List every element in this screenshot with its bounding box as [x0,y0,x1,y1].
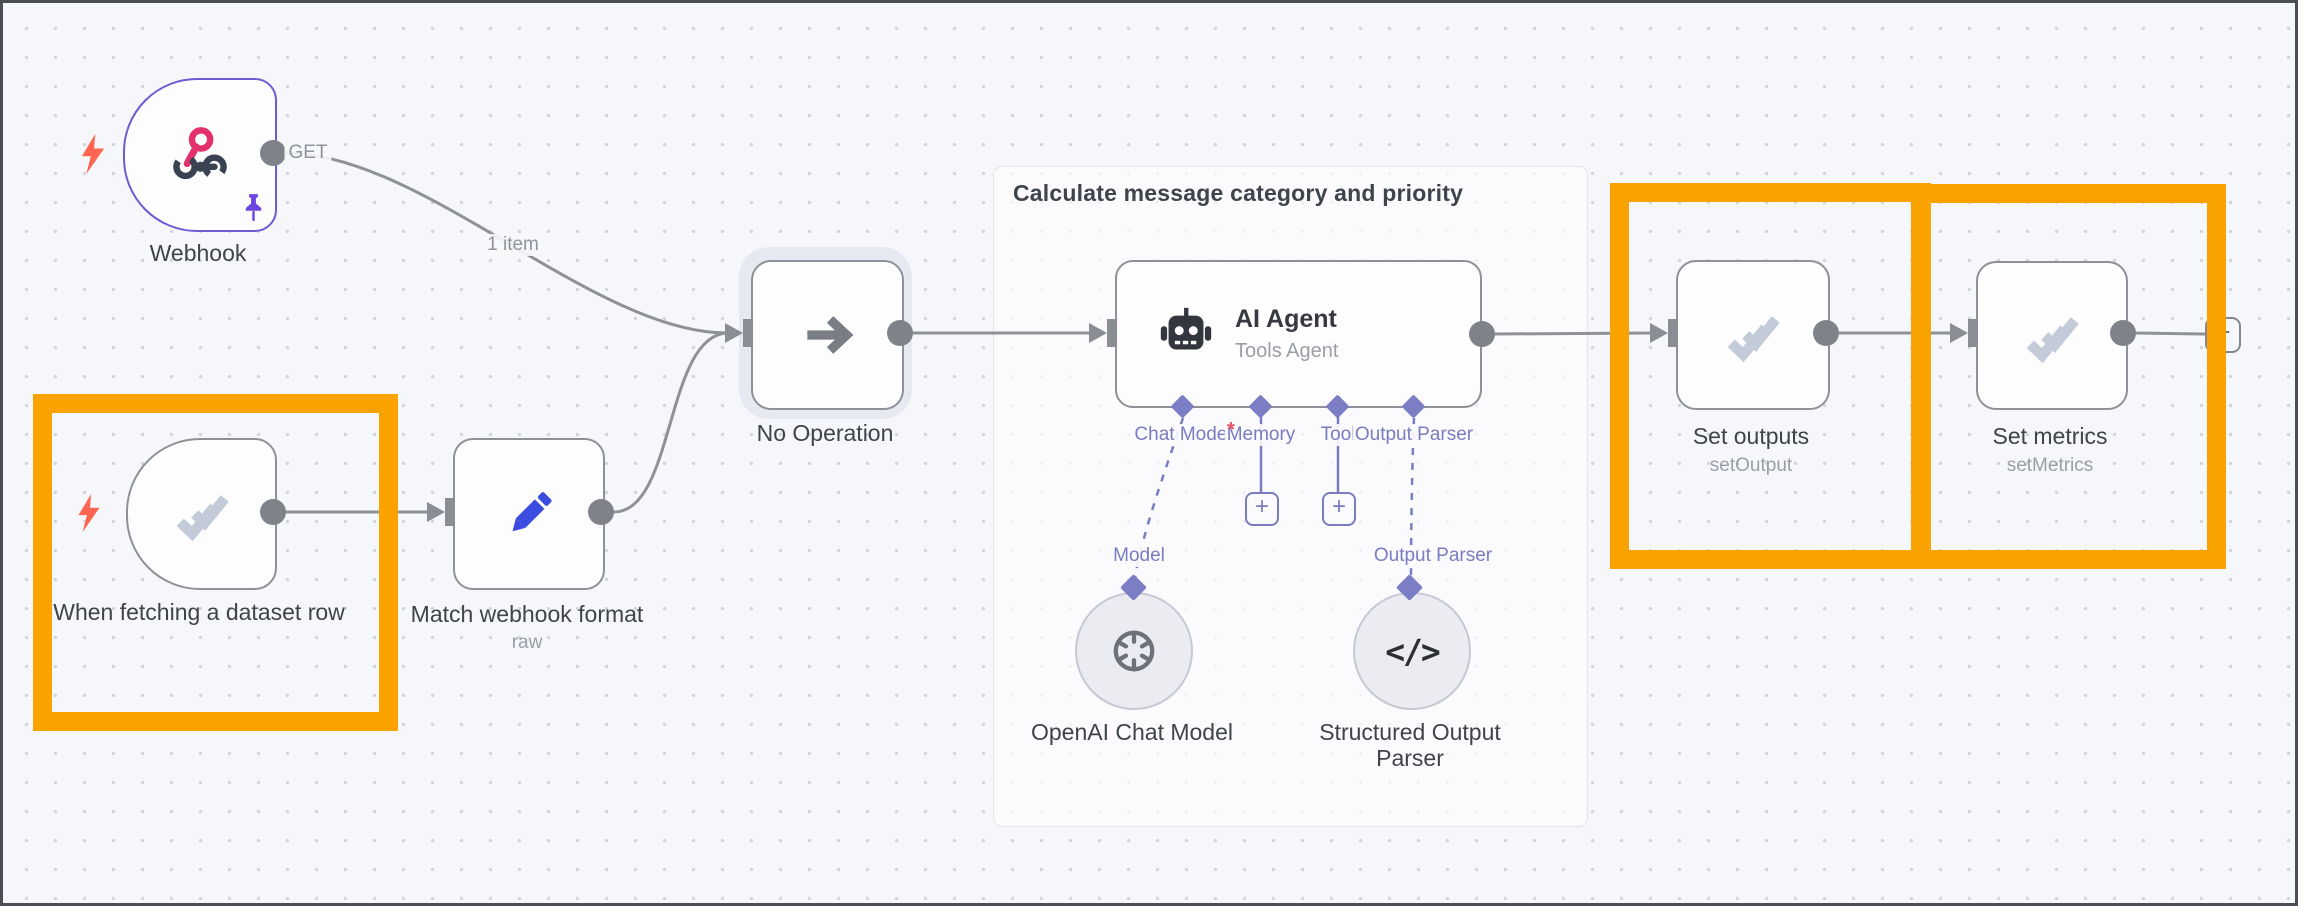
node-match-format[interactable] [453,438,605,590]
chat-model-port-label: Chat Model [1132,424,1234,446]
node-no-operation[interactable] [751,260,904,410]
webhook-output-dot[interactable] [260,140,286,166]
dataset-trigger-label: When fetching a dataset row [53,599,345,625]
pin-icon [245,194,262,222]
group-frame-title: Calculate message category and priority [1013,180,1464,206]
output-parser-port-label: Output Parser [1352,424,1476,446]
arrow-right-icon [806,316,853,354]
highlight-box-set-metrics [1911,184,2226,569]
node-structured-output-parser[interactable]: </> [1353,592,1471,710]
dataset-output-dot[interactable] [260,499,286,525]
dataset-trigger-bolt-icon [78,494,100,532]
robot-icon [1160,307,1212,350]
ai-agent-subtitle: Tools Agent [1235,340,1339,362]
double-check-icon [1727,316,1780,363]
add-tool-button[interactable]: + [1322,492,1356,526]
structured-output-parser-label: Structured Output Parser [1319,719,1501,772]
set-metrics-label: Set metrics [1992,423,2108,449]
node-set-metrics[interactable] [1976,261,2128,410]
item-count-label: 1 item [483,234,543,256]
double-check-icon [176,495,229,542]
setoutputs-output-dot[interactable] [1813,320,1839,346]
match-output-dot[interactable] [588,499,614,525]
pencil-icon [512,492,552,532]
webhook-icon [173,127,227,180]
model-port-label: Model [1111,545,1167,567]
node-webhook[interactable] [123,78,277,232]
setoutputs-input-port[interactable] [1650,319,1678,347]
output-parser-sub-port-label: Output Parser [1371,545,1495,567]
set-metrics-subtitle: setMetrics [2006,455,2094,476]
node-openai-chat-model[interactable] [1075,592,1193,710]
edge-match-to-noop[interactable] [613,331,728,514]
memory-port-label: Memory [1224,424,1298,446]
node-dataset-trigger[interactable] [126,438,277,590]
no-operation-label: No Operation [756,420,894,446]
openai-icon [1113,630,1155,672]
webhook-trigger-bolt-icon [81,134,105,174]
chat-model-required-marker: * [1227,419,1235,441]
match-input-port[interactable] [427,498,455,526]
setmetrics-input-port[interactable] [1950,319,1978,347]
tool-port-label: Tool [1318,424,1358,446]
webhook-label: Webhook [149,240,247,266]
code-icon: </> [1385,631,1441,671]
set-outputs-subtitle: setOutput [1709,455,1793,476]
noop-output-dot[interactable] [887,320,913,346]
agent-input-port[interactable] [1089,319,1117,347]
highlight-box-set-outputs [1610,183,1931,569]
edge-setmetrics-to-plus[interactable] [2135,331,2206,336]
ai-agent-title: AI Agent [1235,305,1337,333]
node-ai-agent[interactable]: AI Agent Tools Agent [1115,260,1482,408]
ports-layer [260,140,2136,526]
add-memory-button[interactable]: + [1245,492,1279,526]
set-outputs-label: Set outputs [1692,423,1810,449]
highlight-box-dataset-trigger [33,394,398,731]
openai-chat-model-label: OpenAI Chat Model [1030,719,1233,745]
noop-input-port[interactable] [725,319,753,347]
get-port-label: GET [284,142,332,164]
agent-output-dot[interactable] [1469,321,1495,347]
setmetrics-output-dot[interactable] [2110,320,2136,346]
match-format-label: Match webhook format [410,601,644,627]
match-format-subtitle: raw [511,632,543,653]
double-check-icon [2026,316,2079,363]
